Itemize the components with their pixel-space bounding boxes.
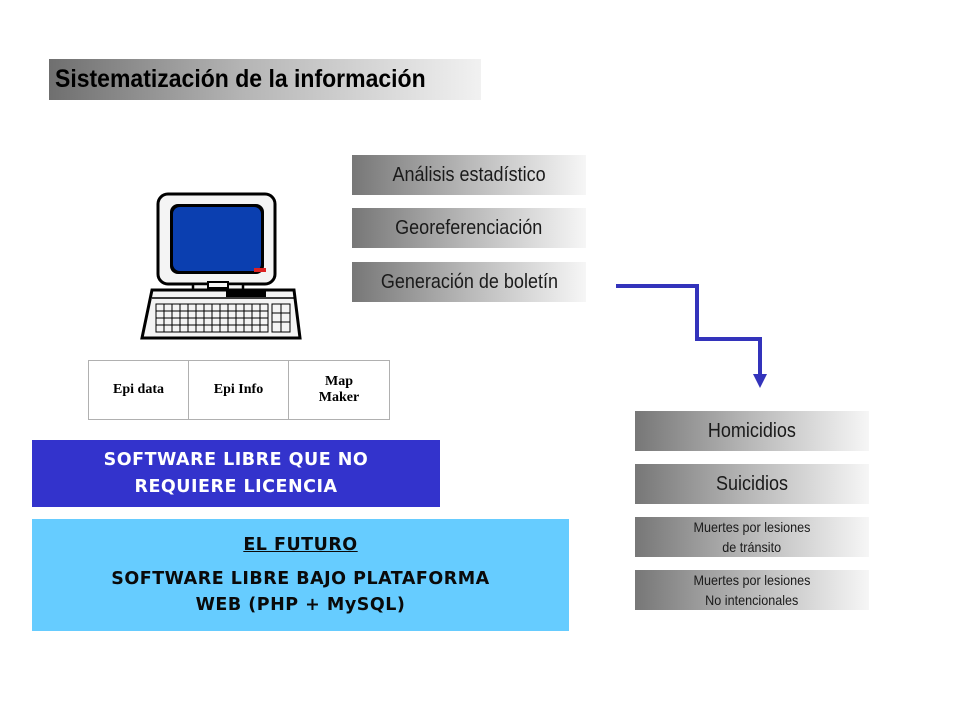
process-boletin-label: Generación de boletín xyxy=(380,271,558,293)
output-transito: Muertes por lesiones de tránsito xyxy=(635,517,869,557)
output-homicidios: Homicidios xyxy=(635,411,869,451)
process-boletin: Generación de boletín xyxy=(352,262,586,302)
libre-line2: REQUIERE LICENCIA xyxy=(134,476,338,497)
table-row: Epi data Epi Info Map Maker xyxy=(88,360,390,420)
process-georeferenciacion: Georeferenciación xyxy=(352,208,586,248)
futuro-line1: SOFTWARE LIBRE BAJO PLATAFORMA xyxy=(111,569,490,589)
monitor-screen xyxy=(173,207,261,271)
output-no-intencionales-line2: No intencionales xyxy=(705,592,799,608)
page-title-text: Sistematización de la información xyxy=(55,65,426,93)
libre-line1: SOFTWARE LIBRE QUE NO xyxy=(103,449,369,470)
output-transito-line2: de tránsito xyxy=(722,539,782,555)
desktop-computer-icon xyxy=(140,192,302,340)
output-transito-line1: Muertes por lesiones xyxy=(693,519,811,535)
process-georeferenciacion-label: Georeferenciación xyxy=(395,217,543,239)
output-suicidios: Suicidios xyxy=(635,464,869,504)
futuro-box: EL FUTURO SOFTWARE LIBRE BAJO PLATAFORMA… xyxy=(32,519,569,631)
cell-map-maker-line2: Maker xyxy=(318,390,360,405)
software-libre-box: SOFTWARE LIBRE QUE NO REQUIERE LICENCIA xyxy=(32,440,440,507)
arrow-head-icon xyxy=(753,374,767,388)
futuro-heading: EL FUTURO xyxy=(243,535,358,555)
output-no-intencionales-line1: Muertes por lesiones xyxy=(693,572,811,588)
output-no-intencionales: Muertes por lesiones No intencionales xyxy=(635,570,869,610)
output-homicidios-label: Homicidios xyxy=(707,420,797,442)
output-suicidios-label: Suicidios xyxy=(715,473,789,495)
cell-epi-data: Epi data xyxy=(88,360,189,420)
cell-map-maker: Map Maker xyxy=(288,360,390,420)
process-analisis-label: Análisis estadístico xyxy=(392,164,546,186)
cell-epi-info: Epi Info xyxy=(188,360,289,420)
process-analisis: Análisis estadístico xyxy=(352,155,586,195)
cell-map-maker-line1: Map xyxy=(325,374,353,389)
page-title: Sistematización de la información xyxy=(49,59,481,100)
connector-line xyxy=(616,284,762,376)
software-table: Epi data Epi Info Map Maker xyxy=(88,360,390,420)
futuro-line2: WEB (PHP + MySQL) xyxy=(195,595,406,615)
